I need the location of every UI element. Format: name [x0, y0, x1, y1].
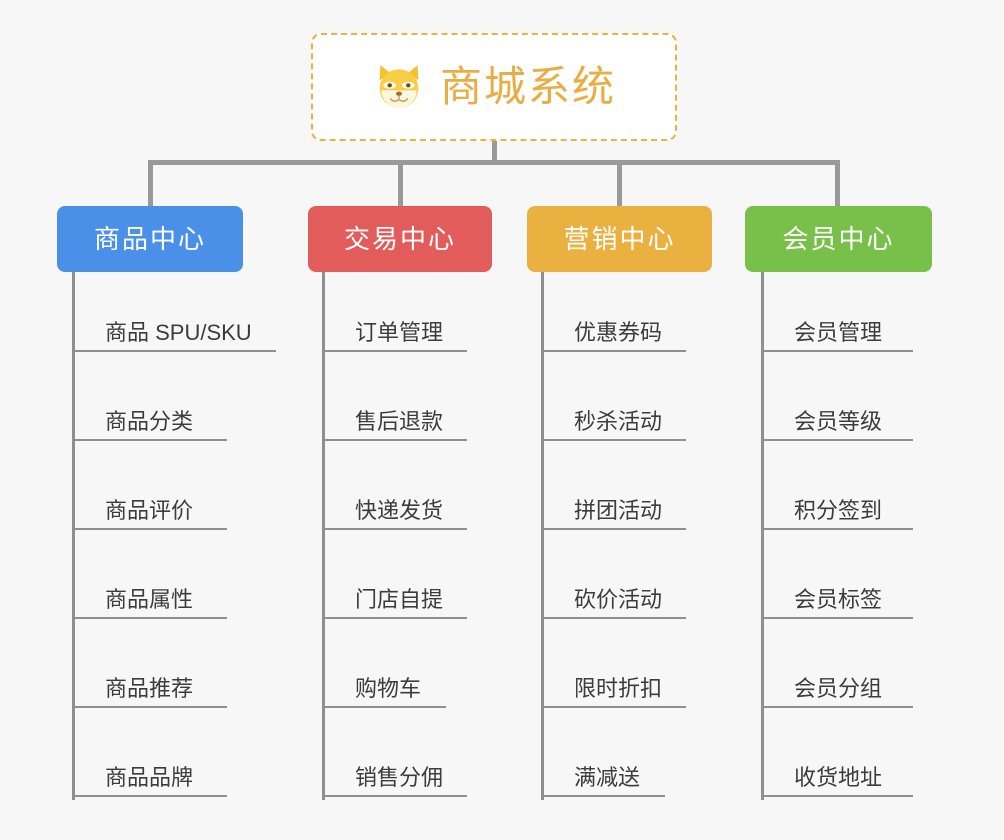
category-label: 营销中心: [563, 224, 676, 254]
leaf-label: 商品评价: [105, 498, 194, 523]
connector-drop-1: [148, 160, 153, 208]
leaf-label: 商品 SPU/SKU: [105, 320, 252, 345]
leaf-item[interactable]: 积分签到: [761, 500, 913, 530]
leaf-label: 限时折扣: [574, 676, 663, 701]
connector-drop-4: [835, 160, 840, 208]
leaf-item[interactable]: 商品推荐: [72, 678, 227, 708]
leaf-item[interactable]: 销售分佣: [322, 767, 467, 797]
trunk-product-center: [72, 272, 75, 800]
connector-drop-2: [398, 160, 403, 208]
leaf-label: 砍价活动: [574, 587, 663, 612]
leaf-label: 商品分类: [105, 409, 194, 434]
trunk-trade-center: [322, 272, 325, 800]
shiba-dog-face-icon: [379, 65, 419, 112]
leaf-label: 满减送: [574, 765, 641, 790]
leaf-label: 秒杀活动: [574, 409, 663, 434]
leaf-item[interactable]: 会员标签: [761, 589, 913, 619]
leaf-item[interactable]: 商品品牌: [72, 767, 227, 797]
leaf-label: 商品品牌: [105, 765, 194, 790]
leaf-label: 积分签到: [794, 498, 883, 523]
leaf-label: 门店自提: [355, 587, 444, 612]
leaf-item[interactable]: 商品分类: [72, 411, 227, 441]
leaf-item[interactable]: 商品评价: [72, 500, 227, 530]
category-label: 会员中心: [782, 224, 895, 254]
connector-root-stem: [492, 141, 497, 163]
leaf-item[interactable]: 快递发货: [322, 500, 467, 530]
root-node[interactable]: 商城系统: [311, 33, 677, 141]
trunk-member-center: [761, 272, 764, 800]
leaf-item[interactable]: 会员等级: [761, 411, 913, 441]
leaf-label: 快递发货: [355, 498, 444, 523]
category-label: 交易中心: [343, 224, 456, 254]
leaf-item[interactable]: 购物车: [322, 678, 446, 708]
category-box-trade-center[interactable]: 交易中心: [308, 206, 492, 272]
leaf-item[interactable]: 门店自提: [322, 589, 467, 619]
leaf-label: 销售分佣: [355, 765, 444, 790]
leaf-item[interactable]: 限时折扣: [541, 678, 686, 708]
leaf-item[interactable]: 订单管理: [322, 322, 467, 352]
leaf-label: 商品属性: [105, 587, 194, 612]
connector-horizontal-bus: [148, 160, 840, 165]
category-box-marketing-center[interactable]: 营销中心: [527, 206, 712, 272]
leaf-label: 会员分组: [794, 676, 883, 701]
connector-drop-3: [617, 160, 622, 208]
category-box-member-center[interactable]: 会员中心: [745, 206, 932, 272]
leaf-label: 拼团活动: [574, 498, 663, 523]
trunk-marketing-center: [541, 272, 544, 800]
leaf-item[interactable]: 收货地址: [761, 767, 913, 797]
leaf-item[interactable]: 优惠券码: [541, 322, 686, 352]
leaf-item[interactable]: 满减送: [541, 767, 665, 797]
leaf-item[interactable]: 拼团活动: [541, 500, 686, 530]
leaf-item[interactable]: 售后退款: [322, 411, 467, 441]
category-box-product-center[interactable]: 商品中心: [57, 206, 243, 272]
leaf-label: 售后退款: [355, 409, 444, 434]
leaf-label: 会员管理: [794, 320, 883, 345]
category-label: 商品中心: [93, 224, 206, 254]
leaf-item[interactable]: 会员管理: [761, 322, 913, 352]
leaf-label: 会员标签: [794, 587, 883, 612]
leaf-label: 购物车: [355, 676, 422, 701]
leaf-item[interactable]: 砍价活动: [541, 589, 686, 619]
leaf-item[interactable]: 商品属性: [72, 589, 227, 619]
leaf-item[interactable]: 会员分组: [761, 678, 913, 708]
root-title: 商城系统: [439, 63, 616, 110]
leaf-item[interactable]: 秒杀活动: [541, 411, 686, 441]
leaf-label: 优惠券码: [574, 320, 663, 345]
leaf-label: 收货地址: [794, 765, 883, 790]
leaf-label: 商品推荐: [105, 676, 194, 701]
leaf-label: 会员等级: [794, 409, 883, 434]
leaf-item[interactable]: 商品 SPU/SKU: [72, 322, 276, 352]
leaf-label: 订单管理: [355, 320, 444, 345]
